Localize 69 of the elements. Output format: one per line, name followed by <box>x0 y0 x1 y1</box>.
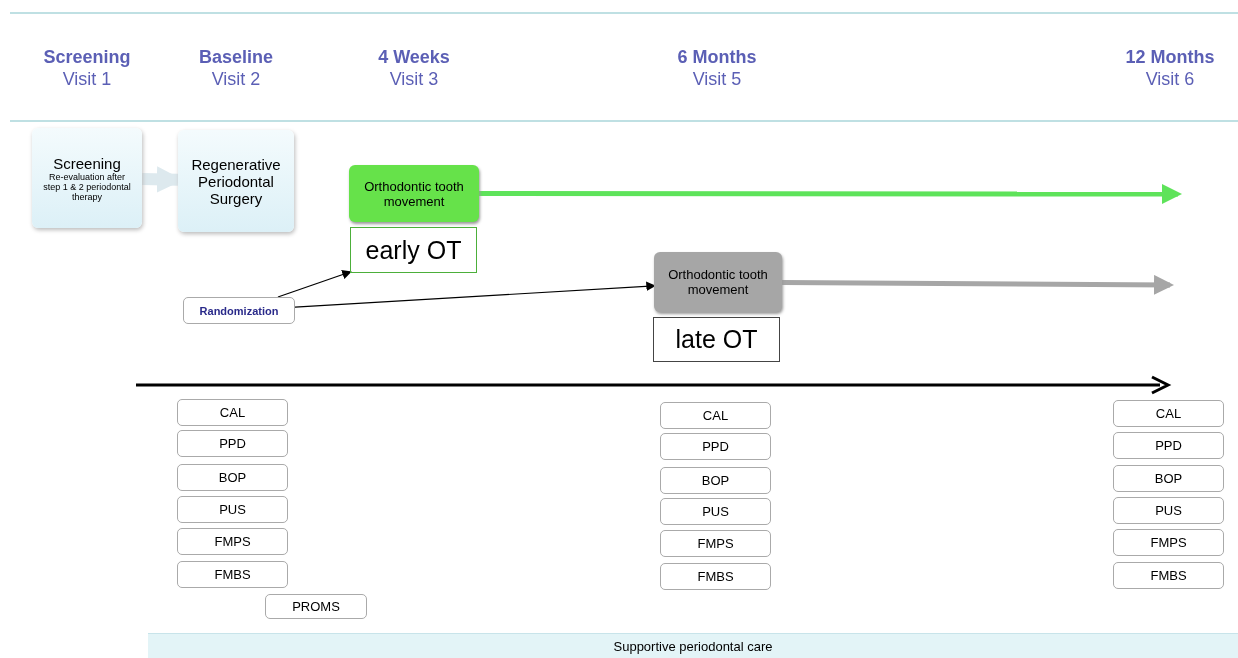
visit-number: Visit 3 <box>388 69 440 90</box>
node-title: PUS <box>702 504 729 519</box>
measure-box <box>1113 400 1224 427</box>
visit-number: Visit 5 <box>691 69 743 90</box>
node-title: CAL <box>219 405 246 420</box>
node-title: PROMS <box>292 599 340 614</box>
visit-number: Visit 2 <box>210 69 262 90</box>
measure-box <box>177 496 288 523</box>
measure-box <box>1113 465 1224 492</box>
arrow <box>782 274 1174 295</box>
node-title: FMPS <box>214 534 251 549</box>
node-title: PUS <box>1155 503 1182 518</box>
measure-box <box>1113 562 1224 589</box>
visit-number: Visit 1 <box>61 69 113 90</box>
visit-heading: 4 Weeks <box>377 47 451 68</box>
treatment-box <box>654 252 782 312</box>
measure-box <box>177 561 288 588</box>
node-title: FMPS <box>1150 535 1187 550</box>
visit-heading: 12 Months <box>1124 47 1216 68</box>
node-title: PPD <box>219 436 246 451</box>
visit-heading: Screening <box>42 47 132 68</box>
arrow <box>294 281 656 308</box>
measure-box <box>660 563 771 590</box>
measure-box <box>1113 497 1224 524</box>
node-title: Orthodontic tooth movement <box>667 267 769 297</box>
node-title: FMBS <box>214 567 251 582</box>
group-label-box <box>653 317 780 362</box>
randomization-box <box>183 297 295 324</box>
node-title: BOP <box>701 473 730 488</box>
node-title: PPD <box>702 439 729 454</box>
phase-box <box>178 130 294 232</box>
node-title: Regenerative Periodontal Surgery <box>190 155 282 207</box>
measure-box <box>1113 529 1224 556</box>
node-title: Orthodontic tooth movement <box>363 178 465 209</box>
node-title: late OT <box>675 325 758 354</box>
measure-box <box>660 530 771 557</box>
measure-box <box>660 498 771 525</box>
node-title: Randomization <box>199 304 279 317</box>
node-title: CAL <box>702 408 729 423</box>
arrow <box>479 184 1182 204</box>
node-description: Re-evaluation after step 1 & 2 periodontal therapy <box>42 171 132 202</box>
node-title: Supportive periodontal care <box>613 638 773 654</box>
phase-box <box>32 128 142 228</box>
measure-box <box>1113 432 1224 459</box>
node-title: FMPS <box>697 536 734 551</box>
node-title: PUS <box>219 502 246 517</box>
measure-box <box>660 467 771 494</box>
measure-box <box>177 528 288 555</box>
node-title: BOP <box>1154 471 1183 486</box>
node-title: early OT <box>365 235 462 265</box>
group-label-box <box>350 227 477 273</box>
node-title: FMBS <box>1150 568 1187 583</box>
node-title: CAL <box>1155 406 1182 421</box>
measure-box <box>177 430 288 457</box>
node-title: Screening <box>53 154 121 172</box>
care-band <box>148 633 1238 658</box>
arrow <box>277 270 352 298</box>
treatment-box <box>349 165 479 222</box>
node-title: FMBS <box>697 569 734 584</box>
measure-box <box>177 399 288 426</box>
measure-box <box>660 433 771 460</box>
measure-box <box>660 402 771 429</box>
visit-heading: Baseline <box>197 47 274 68</box>
node-title: PPD <box>1155 438 1182 453</box>
node-title: BOP <box>218 470 247 485</box>
measure-box <box>177 464 288 491</box>
measure-box <box>265 594 367 619</box>
visit-heading: 6 Months <box>676 47 758 68</box>
visit-number: Visit 6 <box>1144 69 1196 90</box>
